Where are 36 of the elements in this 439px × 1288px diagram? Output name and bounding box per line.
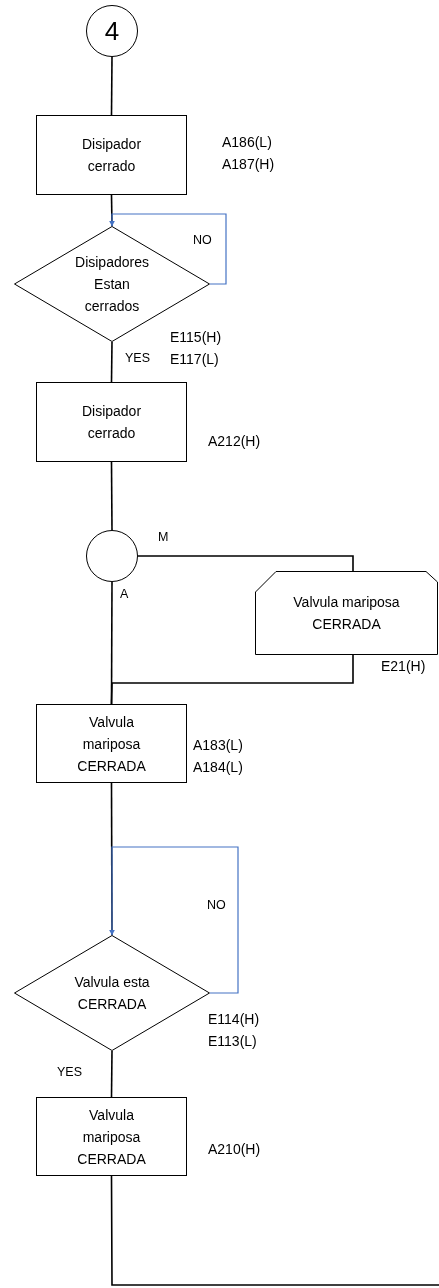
manual-operation-box xyxy=(255,571,438,655)
process-box xyxy=(36,1097,187,1176)
connector-line xyxy=(110,654,354,705)
node-text: Disipador cerrado xyxy=(80,135,143,176)
node-text: Valvula mariposa CERRADA xyxy=(76,1105,147,1169)
connector-line xyxy=(137,555,354,572)
node-text: Disipadores Estan cerrados xyxy=(74,253,150,316)
signal-label: E113(L) xyxy=(208,1032,257,1051)
node-text: Valvula mariposa CERRADA xyxy=(292,593,401,634)
signal-label: A210(H) xyxy=(208,1140,261,1159)
signal-label: A187(H) xyxy=(222,155,275,174)
connector-line xyxy=(110,1050,113,1098)
signal-label: E21(H) xyxy=(381,657,426,676)
process-box xyxy=(36,115,187,195)
node-text: Disipador cerrado xyxy=(80,402,143,443)
connector-line xyxy=(109,213,227,285)
process-box xyxy=(36,704,187,783)
decision-diamond xyxy=(14,935,210,1051)
connector-line xyxy=(110,1175,439,1286)
signal-label: A212(H) xyxy=(208,432,261,451)
connector-circle xyxy=(86,530,138,582)
signal-label: E114(H) xyxy=(208,1010,260,1029)
node-text: Valvula mariposa CERRADA xyxy=(76,712,147,776)
signal-label: A183(L) xyxy=(193,736,243,755)
signal-label: E115(H) xyxy=(170,328,222,347)
connector-line xyxy=(110,461,113,531)
process-box xyxy=(36,382,187,462)
node-text: Valvula esta CERRADA xyxy=(73,973,151,1014)
connector-line xyxy=(110,341,113,383)
signal-label: A184(L) xyxy=(193,758,243,777)
connector-circle xyxy=(86,5,138,57)
node-text: 4 xyxy=(103,16,121,46)
connector-line xyxy=(109,846,239,994)
signal-label: A186(L) xyxy=(222,133,272,152)
connector-line xyxy=(110,56,113,116)
signal-label: E117(L) xyxy=(170,350,219,369)
